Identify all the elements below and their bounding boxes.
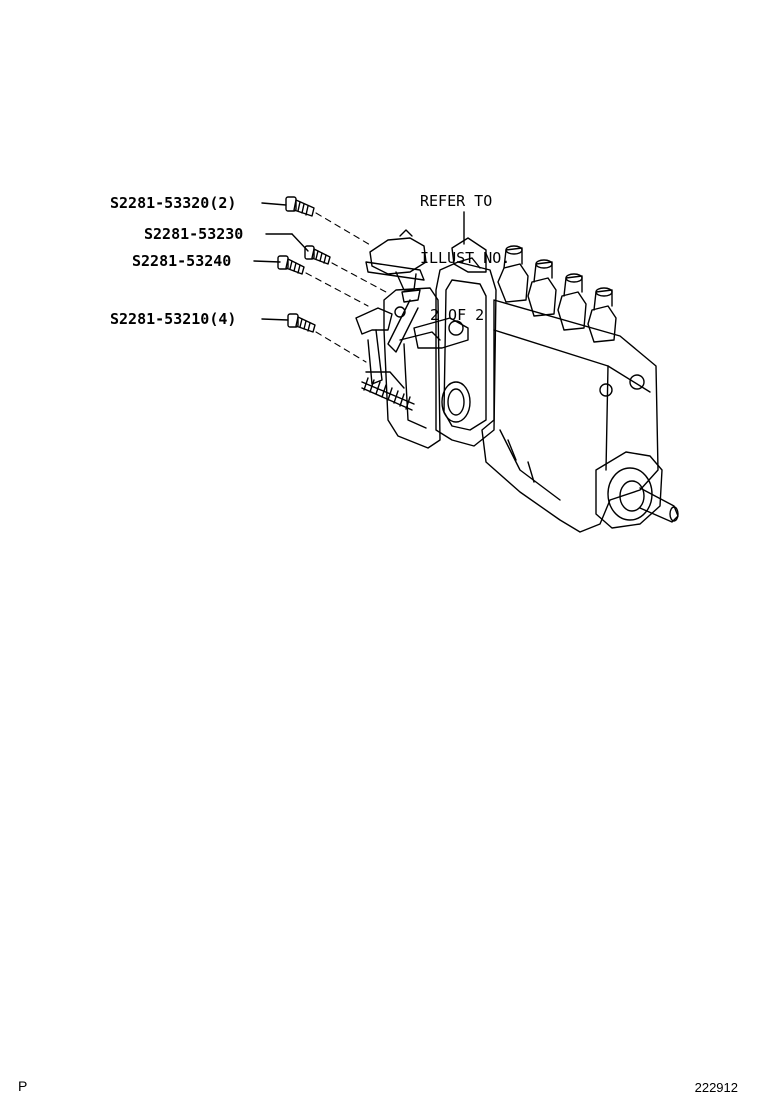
linkage-lever <box>355 289 421 385</box>
leader-line <box>253 260 281 263</box>
bolt-53210 <box>287 313 316 333</box>
refer-note: REFER TO ILLUST NO. 2 OF 2 <box>420 154 510 344</box>
figure-number: 222912 <box>694 1080 738 1095</box>
page-mark: P <box>18 1078 28 1094</box>
governor-cover <box>365 229 427 291</box>
part-label-s2281-53230: S2281-53230 <box>144 225 244 243</box>
part-label-s2281-53210: S2281-53210(4) <box>110 310 237 328</box>
drive-flange <box>595 451 679 529</box>
spring <box>361 371 415 411</box>
part-label-s2281-53320: S2281-53320(2) <box>110 194 237 212</box>
delivery-valves <box>497 245 617 343</box>
pump-body <box>481 299 659 533</box>
refer-note-line3: 2 OF 2 <box>430 306 485 324</box>
bolt-53240 <box>277 255 305 275</box>
refer-note-line2: ILLUST NO. <box>420 249 511 267</box>
bolt-53320 <box>285 196 315 217</box>
bolt-53230 <box>304 245 331 265</box>
refer-note-line1: REFER TO <box>420 192 493 210</box>
governor-housing <box>383 287 469 449</box>
leader-line <box>261 318 289 321</box>
pump-front-plate <box>435 237 497 447</box>
leader-line <box>261 202 287 206</box>
part-label-s2281-53240: S2281-53240 <box>132 252 232 270</box>
